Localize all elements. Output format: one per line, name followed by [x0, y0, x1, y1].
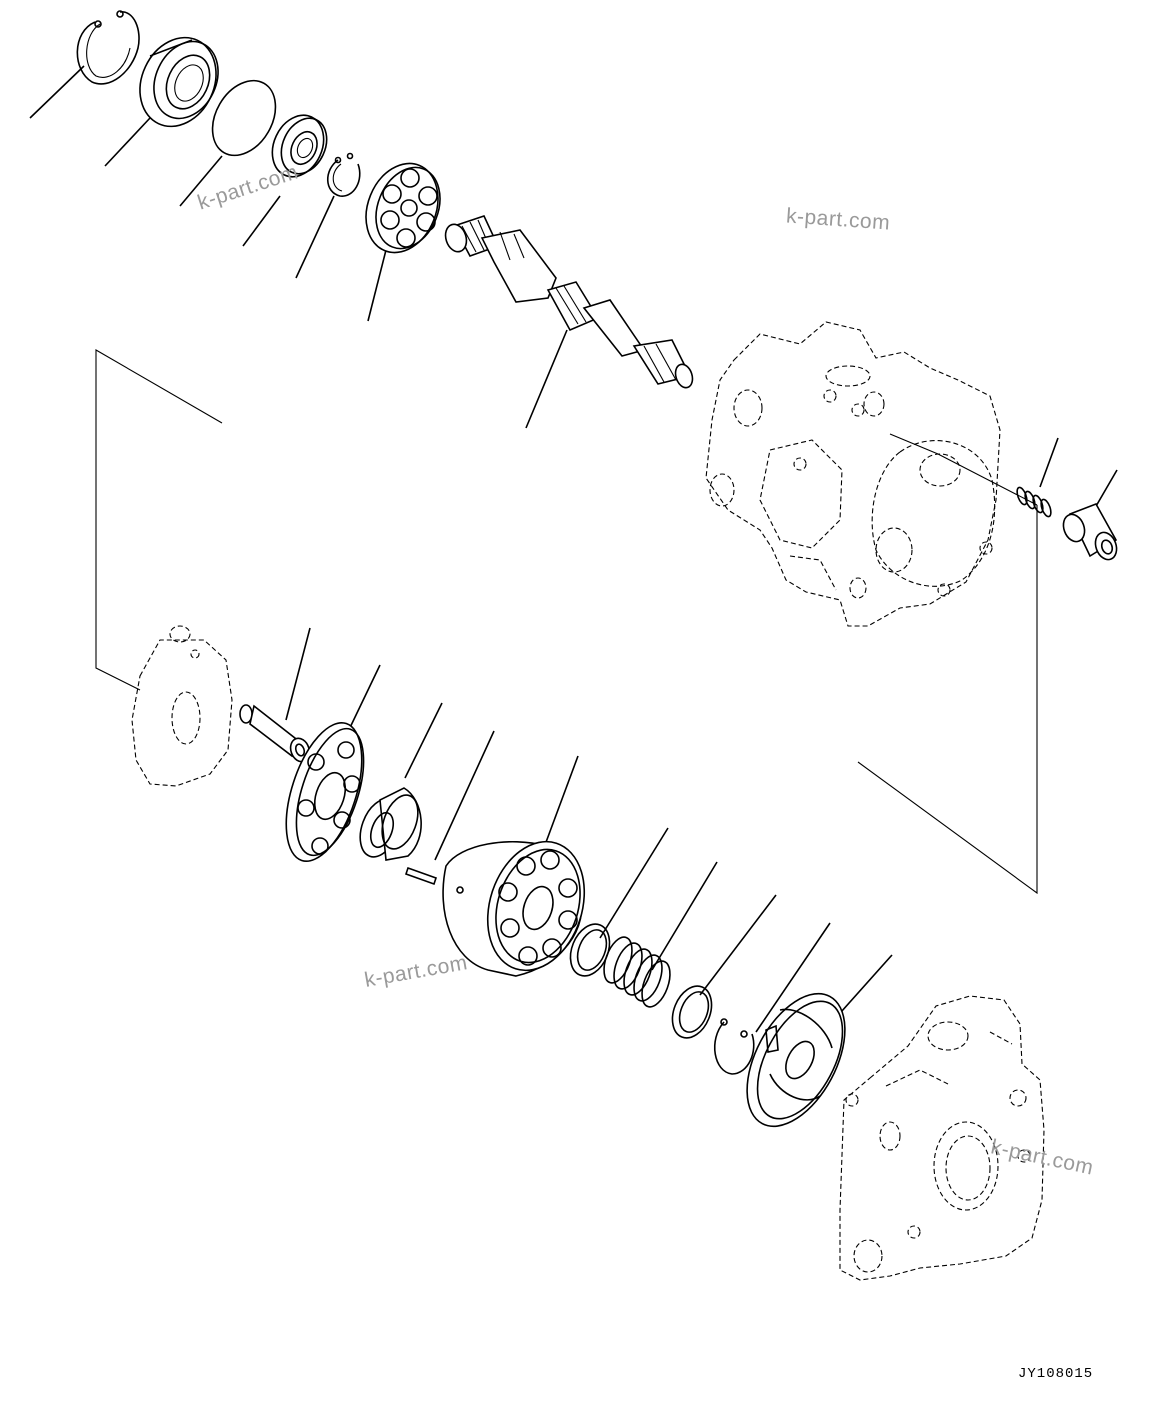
spherical-bushing [359, 787, 422, 861]
retainer-plate-top [365, 162, 441, 254]
washer-lower-2 [671, 985, 713, 1039]
pivot-pin [239, 704, 311, 763]
valve-plate [746, 992, 846, 1128]
o-ring [211, 79, 277, 157]
pump-case-dashed [705, 321, 1001, 627]
valve-housing-dashed [839, 995, 1045, 1281]
spring-right [1016, 486, 1052, 518]
spring-lower [603, 936, 671, 1008]
snap-ring-top [76, 10, 140, 85]
small-pin [404, 866, 438, 886]
plug-right [1062, 503, 1118, 561]
drive-shaft [444, 215, 694, 389]
retainer-plate-lower [285, 722, 365, 862]
oil-seal [139, 36, 219, 128]
drawing-code: JY108015 [1018, 1366, 1094, 1382]
end-cover-dashed [131, 625, 233, 787]
ball-bearing [271, 114, 328, 178]
snap-ring-small [326, 152, 361, 197]
cylinder-block [442, 840, 586, 977]
snap-ring-lower [714, 1018, 755, 1075]
group-bracket-lines [95, 349, 1038, 895]
